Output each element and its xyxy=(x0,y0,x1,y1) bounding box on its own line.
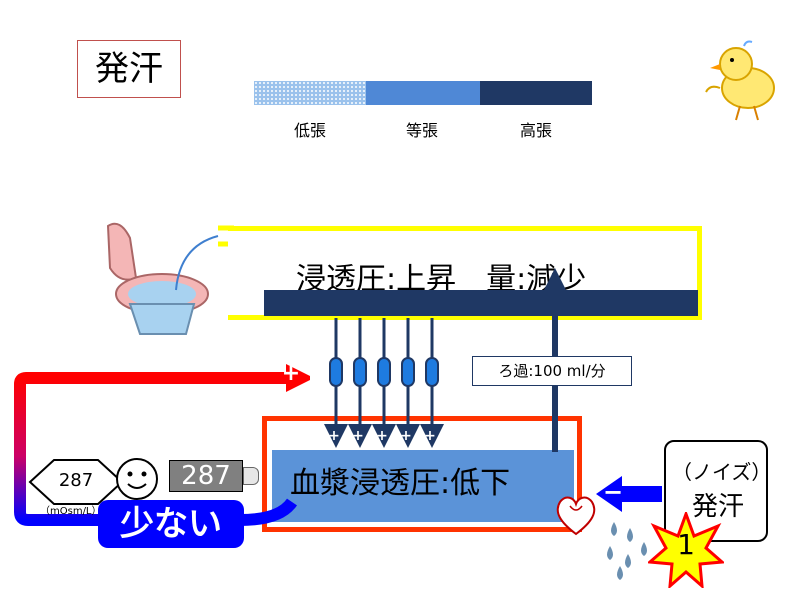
burst-badge-number: 1 xyxy=(677,528,695,561)
feedback-plus-sign: + xyxy=(281,361,301,386)
legend-hypertonic-swatch xyxy=(480,81,592,105)
page-title: 発汗 xyxy=(77,40,181,98)
osmometer-tip xyxy=(243,467,259,485)
feedback-loop xyxy=(14,364,310,526)
legend-hypotonic-swatch xyxy=(254,81,366,105)
plasma-text: 血漿浸透圧:低下 xyxy=(290,466,511,501)
filtration-label: ろ過:100 ml/分 xyxy=(472,356,632,386)
sensor-unit: （mOsm/L） xyxy=(40,506,102,517)
legend-label-hypotonic: 低張 xyxy=(293,121,326,140)
water-channel xyxy=(401,357,415,387)
water-channel xyxy=(353,357,367,387)
legend-isotonic-swatch xyxy=(366,81,480,105)
noise-inhibit-arrow xyxy=(596,476,662,512)
tubule-wall xyxy=(264,290,698,316)
water-channel xyxy=(425,357,439,387)
noise-minus-sign: − xyxy=(602,478,624,506)
heart-icon xyxy=(556,496,596,536)
burst-badge-icon xyxy=(648,512,724,588)
channel-plus-sign: + xyxy=(424,428,436,444)
smiley-icon xyxy=(116,458,158,500)
plasma-fill xyxy=(272,450,574,522)
toilet-illustration xyxy=(106,222,219,335)
channel-plus-sign: + xyxy=(400,428,412,444)
osmometer-display: 287 xyxy=(169,460,243,492)
channel-plus-sign: + xyxy=(376,428,388,444)
channel-plus-sign: + xyxy=(352,428,364,444)
noise-sweat-label: 発汗 xyxy=(691,492,744,522)
legend-label-isotonic: 等張 xyxy=(405,121,438,140)
sensor-value: 287 xyxy=(58,470,94,491)
result-label: 少ない xyxy=(98,500,244,548)
legend-label-hypertonic: 高張 xyxy=(519,121,552,140)
channel-plus-sign: + xyxy=(328,428,340,444)
water-channel xyxy=(377,357,391,387)
water-channel xyxy=(329,357,343,387)
chick-illustration xyxy=(705,40,775,121)
noise-label: （ノイズ） xyxy=(672,460,772,484)
sweat-drops-icon xyxy=(607,522,647,580)
